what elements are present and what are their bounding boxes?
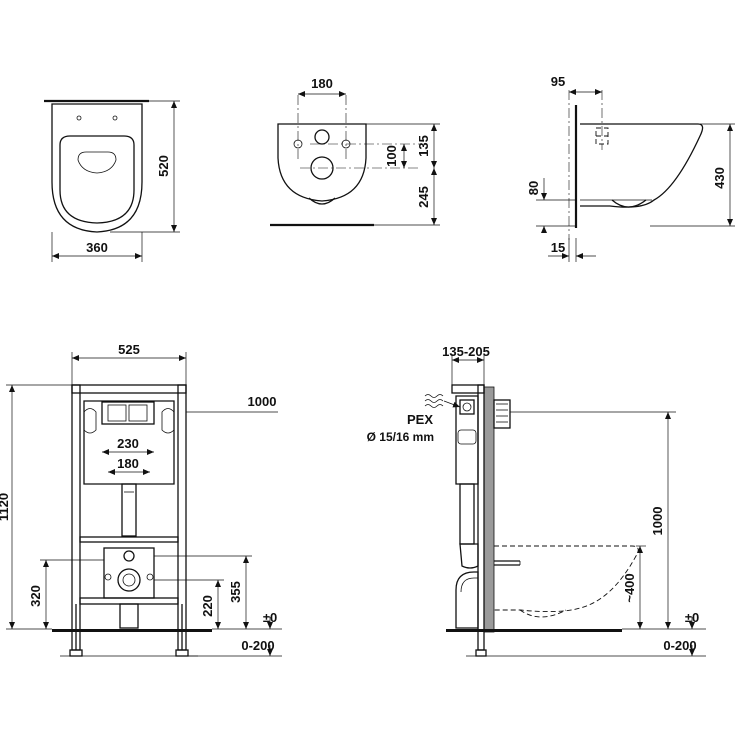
trap-curve bbox=[611, 199, 647, 208]
cistern-side bbox=[455, 395, 479, 485]
floor-adjust-label: 0-200 bbox=[241, 638, 274, 653]
flush-plate-opening bbox=[101, 401, 155, 425]
bowl-outline-dashed bbox=[494, 545, 639, 613]
wall-box bbox=[493, 399, 511, 429]
inlet-connection bbox=[123, 550, 135, 562]
frame-middle-rail bbox=[79, 536, 179, 543]
depth-range-label: 135-205 bbox=[442, 344, 490, 359]
front-view: 180 100 135 245 bbox=[270, 76, 440, 227]
cistern bbox=[83, 400, 175, 485]
flush-button-left bbox=[107, 404, 127, 422]
fixing-stud-left bbox=[104, 573, 112, 581]
frame-top-rail bbox=[71, 384, 187, 394]
gap-label: 15 bbox=[551, 240, 565, 255]
frame-bottom-rail bbox=[79, 597, 179, 605]
fixing-stud-right bbox=[146, 573, 154, 581]
wall-offset-label: 95 bbox=[551, 74, 565, 89]
inlet-hole bbox=[314, 129, 330, 145]
frame-side-view: 135-205 PEX Ø 15/16 mm 1000 ~400 ±0 0-20… bbox=[367, 344, 706, 657]
fixing-height-label: 135 bbox=[416, 135, 431, 157]
frame-top-bracket bbox=[451, 384, 485, 394]
frame-width-label: 525 bbox=[118, 342, 140, 357]
outlet-offset-label: 100 bbox=[384, 145, 399, 167]
connection-bracket bbox=[103, 547, 155, 599]
outlet-curve bbox=[308, 197, 336, 205]
floor-level-line bbox=[446, 629, 622, 632]
outlet-height-label: 355 bbox=[228, 581, 243, 603]
support-height-label: 320 bbox=[28, 585, 43, 607]
floor-adjust-label: 0-200 bbox=[663, 638, 696, 653]
drain-pipe bbox=[119, 603, 139, 629]
pex-label: PEX bbox=[407, 412, 433, 427]
side-view: 95 430 80 15 bbox=[526, 74, 735, 262]
foot bbox=[475, 649, 487, 657]
outlet-elbow bbox=[455, 571, 479, 629]
floor-level-line bbox=[52, 629, 212, 632]
frame-front-view: 525 230 180 1120 320 1000 355 220 ±0 0-2… bbox=[0, 342, 282, 657]
outlet-connection bbox=[117, 568, 141, 592]
outlet-height-label: 245 bbox=[416, 186, 431, 208]
pex-wave-icon bbox=[424, 394, 444, 398]
plate-width-label: 230 bbox=[117, 436, 139, 451]
flush-pipe-side bbox=[459, 483, 475, 545]
connection-height-label: 1000 bbox=[650, 507, 665, 536]
depth-label: 520 bbox=[156, 155, 171, 177]
wall-section bbox=[483, 386, 495, 633]
bowl-outline bbox=[51, 103, 143, 233]
frame-height-label: 1120 bbox=[0, 493, 11, 521]
height-label: 430 bbox=[712, 167, 727, 189]
inlet-valve bbox=[459, 399, 475, 415]
fixing-hole-left bbox=[76, 115, 82, 121]
frame-upright bbox=[477, 384, 485, 651]
seat-height-label: ~400 bbox=[622, 573, 637, 602]
bowl-side-outline bbox=[580, 123, 704, 208]
plate-spacing-label: 180 bbox=[117, 456, 139, 471]
flush-button-right bbox=[128, 404, 148, 422]
seat-hinge bbox=[77, 151, 117, 174]
floor-level-label: ±0 bbox=[685, 610, 699, 625]
top-view: 360 520 bbox=[44, 99, 180, 262]
pex-leader bbox=[443, 400, 461, 408]
seat-outline bbox=[59, 135, 135, 224]
connection-height-label: 1000 bbox=[248, 394, 277, 409]
width-label: 360 bbox=[86, 240, 108, 255]
outlet-height-label: 80 bbox=[526, 181, 541, 195]
pipe-diameter-label: Ø 15/16 mm bbox=[367, 430, 434, 444]
drain-height-label: 220 bbox=[200, 595, 215, 617]
fixing-hole-right bbox=[112, 115, 118, 121]
flush-pipe bbox=[121, 483, 137, 537]
fixing-spacing-label: 180 bbox=[311, 76, 333, 91]
floor-level-label: ±0 bbox=[263, 610, 277, 625]
foot-right bbox=[175, 649, 189, 657]
foot-left bbox=[69, 649, 83, 657]
bowl-rear-outline bbox=[277, 123, 367, 202]
